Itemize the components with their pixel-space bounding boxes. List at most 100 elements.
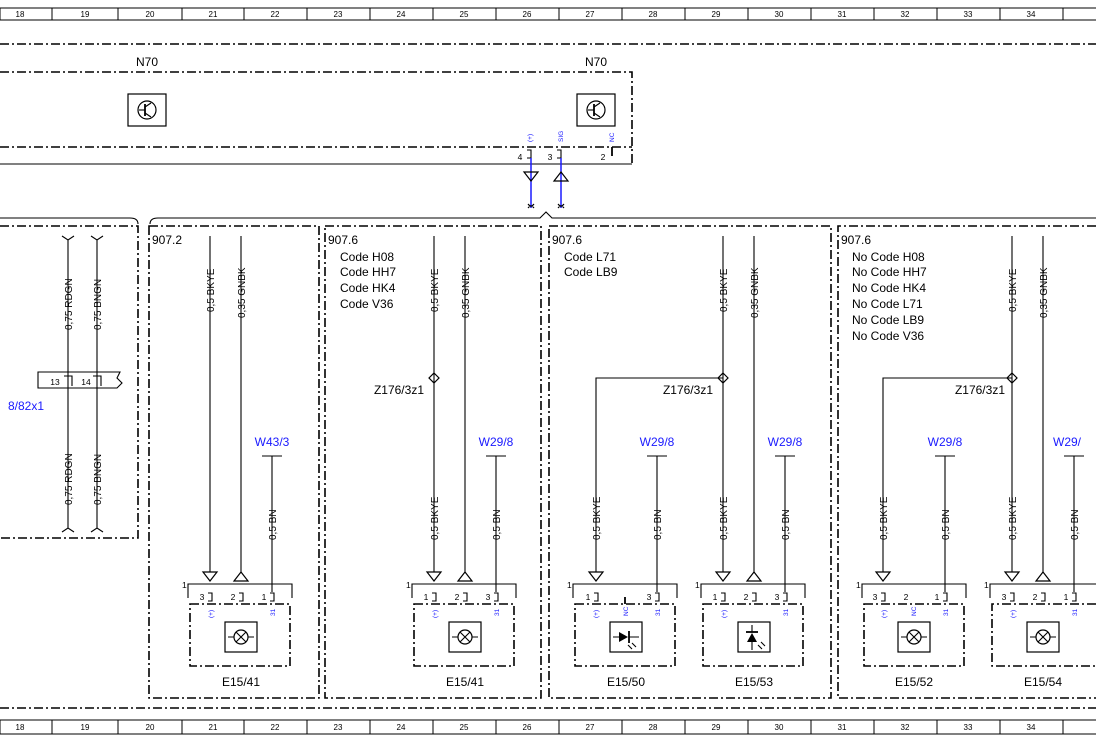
svg-text:(+): (+) xyxy=(1010,610,1017,618)
ruler-col-22: 22 xyxy=(271,10,280,19)
ruler-col-22: 22 xyxy=(271,723,280,732)
ruler-col-31: 31 xyxy=(838,723,847,732)
svg-text:3: 3 xyxy=(647,592,652,602)
splice-label: Z176/3z1 xyxy=(374,383,424,397)
ruler-col-28: 28 xyxy=(649,723,658,732)
ruler-col-29: 29 xyxy=(712,10,721,19)
condition: No Code V36 xyxy=(852,329,924,343)
ruler-col-30: 30 xyxy=(775,10,784,19)
component-label: E15/54 xyxy=(1024,675,1062,689)
svg-text:3: 3 xyxy=(873,592,878,602)
ruler-col-26: 26 xyxy=(523,10,532,19)
pin-tag-plus: (+) xyxy=(527,134,534,142)
ground-label: W29/ xyxy=(1053,435,1082,449)
svg-text:(+): (+) xyxy=(432,610,439,618)
svg-text:NC: NC xyxy=(623,606,630,616)
pin-stub xyxy=(1072,592,1077,602)
condition: Code LB9 xyxy=(564,265,618,279)
svg-text:1: 1 xyxy=(586,592,591,602)
pin-stub xyxy=(270,592,275,602)
wire-label: 0,5 BKYE xyxy=(719,268,730,312)
section-code: 907.2 xyxy=(152,233,182,247)
pin-stub xyxy=(208,592,213,602)
svg-text:(+): (+) xyxy=(721,610,728,618)
condition: Code V36 xyxy=(340,297,394,311)
svg-text:1: 1 xyxy=(935,592,940,602)
ruler-col-33: 33 xyxy=(964,723,973,732)
svg-text:(+): (+) xyxy=(593,610,600,618)
ruler-col-33: 33 xyxy=(964,10,973,19)
pin-stub xyxy=(594,592,599,602)
splice-label: Z176/3z1 xyxy=(663,383,713,397)
wire-label: 0,5 BKYE xyxy=(879,496,890,540)
svg-text:2: 2 xyxy=(455,592,460,602)
n70-control-unit: N70 N70 4 (+) 3 SIG xyxy=(0,55,633,209)
wire-label: 0,35 GNBK xyxy=(1039,267,1050,318)
wire-label: 0,5 BN xyxy=(492,509,503,540)
condition: Code HK4 xyxy=(340,281,396,295)
lamp-icon xyxy=(897,621,931,653)
wire-label: 0,5 BN xyxy=(268,509,279,540)
svg-text:2: 2 xyxy=(231,592,236,602)
lamp-icon xyxy=(224,621,258,653)
ruler-col-34: 34 xyxy=(1027,10,1036,19)
pin-stub xyxy=(463,592,468,602)
bottom-ruler: 18 19 20 21 22 23 24 25 26 27 28 29 30 3… xyxy=(0,719,1096,735)
ruler-col-32: 32 xyxy=(901,723,910,732)
pin-stub xyxy=(721,592,726,602)
connector-number: 1 xyxy=(856,580,861,590)
wire-label: 0,5 BKYE xyxy=(719,496,730,540)
wire-label: 0,5 BN xyxy=(653,509,664,540)
connector-number: 1 xyxy=(182,580,187,590)
svg-text:1: 1 xyxy=(713,592,718,602)
svg-text:31: 31 xyxy=(943,608,950,616)
pin-14: 14 xyxy=(81,377,91,387)
ground-label: W29/8 xyxy=(640,435,675,449)
condition: Code H08 xyxy=(340,250,394,264)
ruler-col-21: 21 xyxy=(209,723,218,732)
n70-pin-4: 4 (+) xyxy=(518,134,534,162)
lamp-icon xyxy=(1026,621,1060,653)
transistor-icon xyxy=(127,93,167,127)
ruler-col-30: 30 xyxy=(775,723,784,732)
component-label: E15/52 xyxy=(895,675,933,689)
svg-text:3: 3 xyxy=(548,152,553,162)
svg-text:31: 31 xyxy=(1072,608,1079,616)
svg-text:(+): (+) xyxy=(208,610,215,618)
ruler-col-21: 21 xyxy=(209,10,218,19)
ruler-col-18: 18 xyxy=(16,10,25,19)
n70-pin-3: 3 SIG xyxy=(548,131,565,162)
splice-marker xyxy=(1006,372,1018,384)
section-907-6-l71: 907.6 Code L71 Code LB9 Z176/3z1 0,5 BKY… xyxy=(548,225,832,699)
condition: No Code HH7 xyxy=(852,265,927,279)
pin-tag-sig: SIG xyxy=(558,131,565,142)
section-907-6-no-code: 907.6 No Code H08 No Code HH7 No Code HK… xyxy=(837,225,1096,699)
section-907-6-codes: 907.6 Code H08 Code HH7 Code HK4 Code V3… xyxy=(324,225,542,699)
wire-label: 0,5 BKYE xyxy=(430,268,441,312)
condition: No Code HK4 xyxy=(852,281,926,295)
pin-stub xyxy=(494,592,499,602)
pin-stub xyxy=(943,592,948,602)
bus-brace-main xyxy=(149,211,1096,225)
ruler-col-24: 24 xyxy=(397,10,406,19)
component-label: E15/50 xyxy=(607,675,645,689)
bus-brace-left xyxy=(0,217,139,225)
wire-label: 0,5 BN xyxy=(941,509,952,540)
ground-label: W29/8 xyxy=(928,435,963,449)
ruler-col-20: 20 xyxy=(146,723,155,732)
component-label: E15/53 xyxy=(735,675,773,689)
ruler-col-27: 27 xyxy=(586,10,595,19)
wire-label: 0,75 RDGN xyxy=(64,278,75,330)
svg-text:31: 31 xyxy=(655,608,662,616)
connector-number: 1 xyxy=(984,580,989,590)
svg-text:3: 3 xyxy=(775,592,780,602)
svg-text:31: 31 xyxy=(783,608,790,616)
ruler-col-28: 28 xyxy=(649,10,658,19)
wire-label: 0,75 BNGN xyxy=(93,454,104,505)
svg-text:1: 1 xyxy=(1064,592,1069,602)
condition: Code HH7 xyxy=(340,265,396,279)
ruler-col-25: 25 xyxy=(460,10,469,19)
wire-label: 0,5 BKYE xyxy=(206,268,217,312)
svg-text:2: 2 xyxy=(904,592,909,602)
